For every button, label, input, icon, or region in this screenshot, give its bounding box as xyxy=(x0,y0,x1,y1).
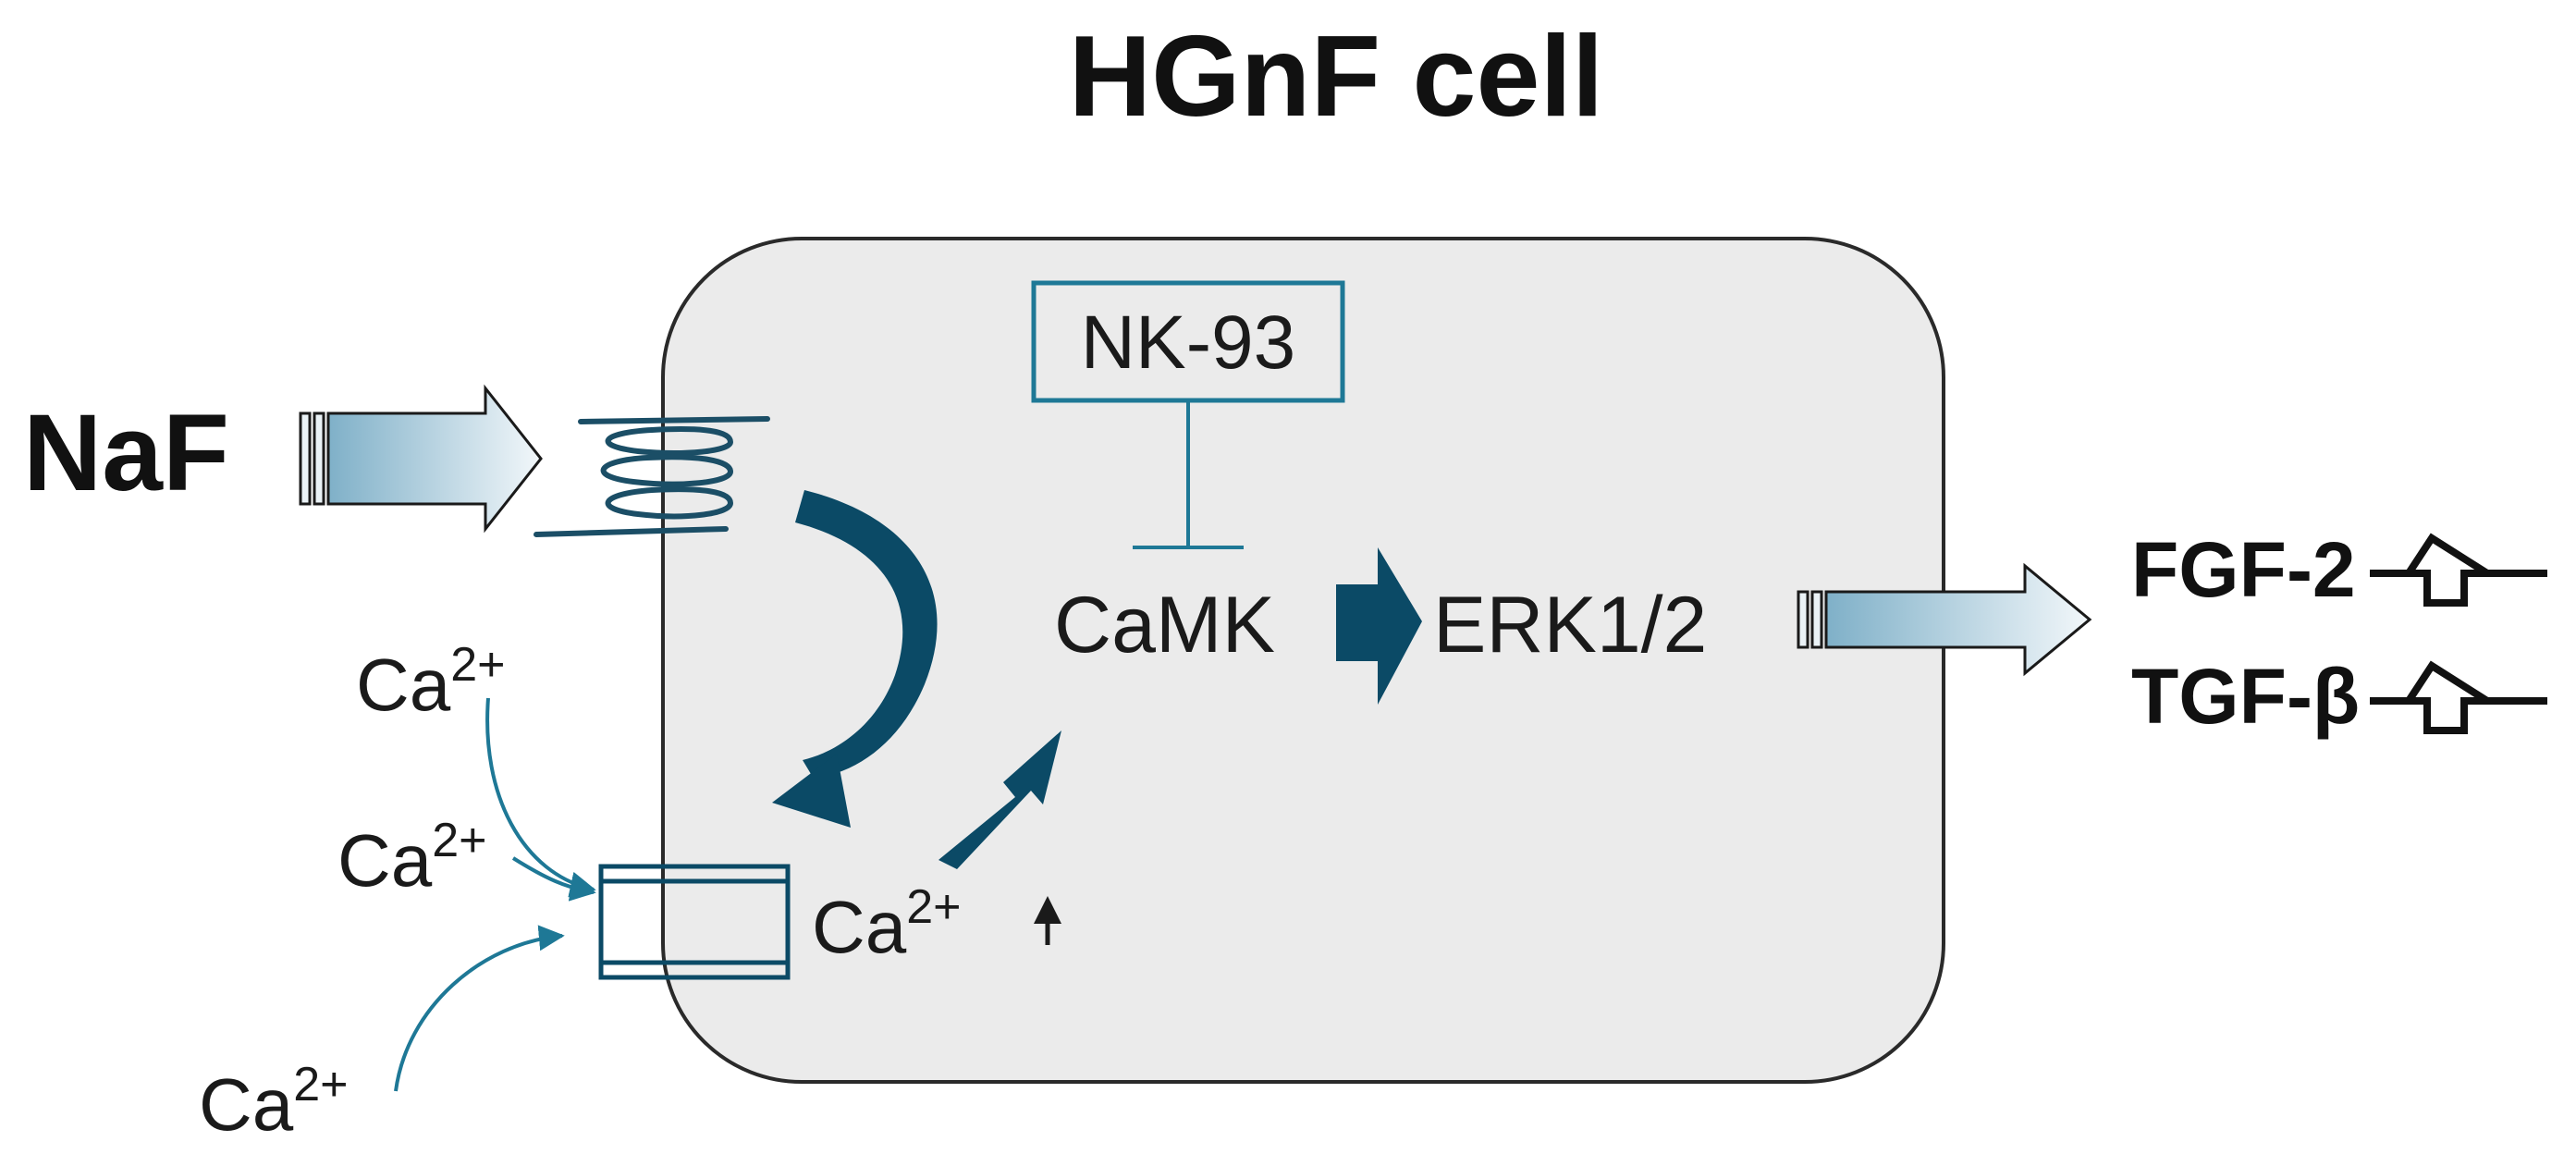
camk-to-erk-arrow xyxy=(1336,547,1422,705)
tgfb-label: TGF-β xyxy=(2131,653,2360,740)
calcium-label-1: Ca2+ xyxy=(356,638,506,726)
calcium-influx-arrow-2 xyxy=(511,856,596,902)
calcium-influx-arrow-1 xyxy=(485,697,596,898)
tgfb-up-arrow-icon xyxy=(2370,660,2547,734)
naf-label: NaF xyxy=(23,392,229,514)
erk-label: ERK1/2 xyxy=(1433,581,1707,669)
membrane-receptor xyxy=(534,416,770,537)
nk93-label: NK-93 xyxy=(1081,301,1295,385)
nk93-inhibition-line xyxy=(1133,400,1244,549)
intracellular-calcium-label: Ca2+ xyxy=(812,880,962,968)
fgf2-up-arrow-icon xyxy=(2370,533,2547,607)
calcium-label-3: Ca2+ xyxy=(199,1058,349,1146)
calcium-to-camk-arrow xyxy=(938,730,1061,869)
output-arrow xyxy=(1797,562,2092,677)
calcium-label-2: Ca2+ xyxy=(337,814,487,902)
fgf2-label: FGF-2 xyxy=(2131,526,2356,613)
diagram-title: HGnF cell xyxy=(1069,13,1604,141)
receptor-to-channel-arrow xyxy=(772,490,938,828)
calcium-channel xyxy=(598,864,791,980)
calcium-influx-arrow-3 xyxy=(394,925,565,1092)
cell-body xyxy=(661,237,1945,1084)
camk-label: CaMK xyxy=(1054,581,1275,669)
naf-input-arrow xyxy=(299,384,543,534)
